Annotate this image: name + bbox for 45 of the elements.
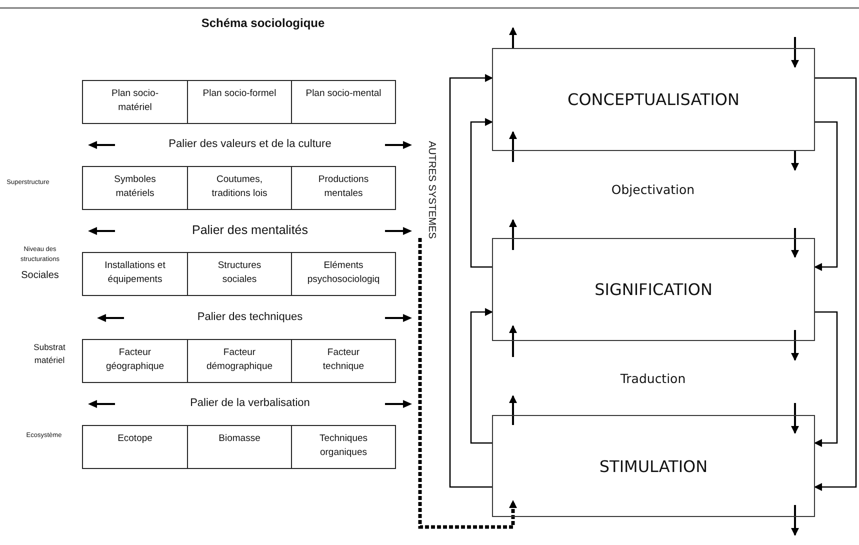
arrow <box>791 330 799 361</box>
arrow <box>509 27 517 48</box>
table-cell: Plan socio-matériel <box>82 80 188 124</box>
arrow <box>791 505 799 536</box>
arrow <box>470 118 493 268</box>
table-cell: Installations et équipements <box>82 252 188 296</box>
diagram-title: Schéma sociologique <box>200 16 326 30</box>
table-cell: Facteur technique <box>291 339 396 383</box>
arrow <box>791 151 799 171</box>
side-label: Substrat matériel <box>32 341 66 366</box>
arrow <box>791 228 799 258</box>
level-label: Palier des valeurs et de la culture <box>168 138 332 150</box>
process-box: STIMULATION <box>492 415 815 517</box>
table-cell: Ecotope <box>82 425 188 469</box>
table-cell: Facteur géographique <box>82 339 188 383</box>
level-label: Palier de la verbalisation <box>189 397 311 409</box>
table-cell: Productions mentales <box>291 166 396 210</box>
arrow <box>470 308 493 444</box>
process-box: SIGNIFICATION <box>492 238 815 341</box>
table-cell: Symboles matériels <box>82 166 188 210</box>
table-cell: Coutumes, traditions lois <box>187 166 292 210</box>
process-box: CONCEPTUALISATION <box>492 48 815 151</box>
transition-label: Objectivation <box>610 182 696 197</box>
arrow <box>814 311 838 447</box>
level-label: Palier des mentalités <box>190 223 310 237</box>
arrow <box>814 121 838 271</box>
table-cell: Facteur démographique <box>187 339 292 383</box>
arrow <box>449 74 493 488</box>
table-cell: Plan socio-mental <box>291 80 396 124</box>
arrow <box>509 131 517 162</box>
arrow <box>509 219 517 250</box>
arrow <box>791 37 799 68</box>
arrow <box>509 325 517 357</box>
table-cell: Eléments psychosociologiq <box>291 252 396 296</box>
table-cell: Plan socio-formel <box>187 80 292 124</box>
arrow <box>791 403 799 434</box>
arrow <box>814 77 857 491</box>
arrow <box>509 395 517 425</box>
dotted-connector <box>418 238 517 529</box>
transition-label: Traduction <box>619 371 687 386</box>
side-label: Sociales <box>20 270 60 281</box>
table-cell: Structures sociales <box>187 252 292 296</box>
level-label: Palier des techniques <box>196 311 304 323</box>
table-cell: Techniques organiques <box>291 425 396 469</box>
table-cell: Biomasse <box>187 425 292 469</box>
